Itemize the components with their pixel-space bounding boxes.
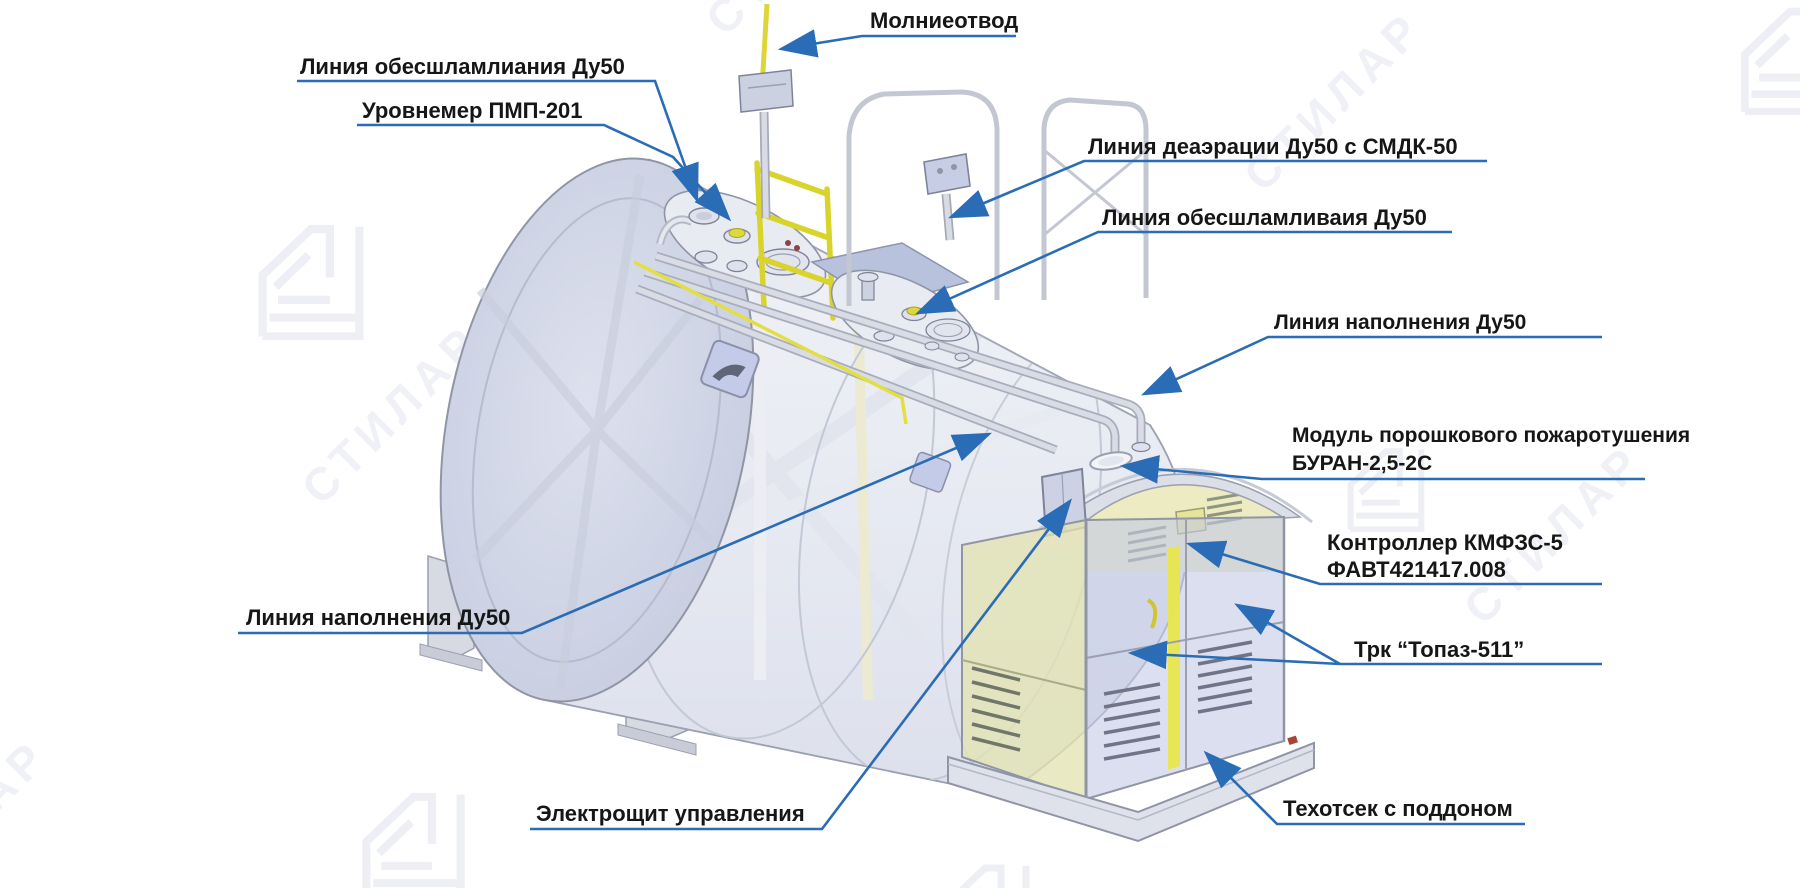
- callout-label-fire-module-line1: Модуль порошкового пожаротушения: [1292, 424, 1690, 447]
- stilar-logo-mark: [944, 866, 1026, 888]
- callout-leader-dispenser-b: [1234, 603, 1341, 666]
- flange-yellow-cap: [723, 228, 751, 244]
- pipe-flange: [954, 352, 970, 362]
- stilar-logo-mark: [1745, 9, 1800, 111]
- pipe-flange: [1131, 441, 1151, 453]
- callout-label-desludging-top: Линия обесшламлиания Ду50: [300, 54, 625, 79]
- guard-rail: [846, 89, 1000, 306]
- callout-label-service-bay: Техотсек с поддоном: [1283, 796, 1513, 821]
- base-pallet: [947, 741, 1315, 843]
- base-pallet-edge: [947, 749, 1315, 821]
- callout-label-control-panel: Электрощит управления: [536, 801, 805, 826]
- callout-leader-deaeration: [948, 159, 1487, 219]
- callout-leader-level-gauge: [357, 123, 732, 222]
- callout-leader-service-bay: [1203, 750, 1525, 826]
- callout-label-filling-left: Линия наполнения Ду50: [246, 605, 510, 630]
- manhole-cover: [925, 318, 971, 342]
- louver-grid: [971, 666, 1021, 752]
- flange: [694, 250, 718, 264]
- breather-valve: [857, 271, 879, 301]
- stilar-watermark-text: СТИЛАР: [695, 0, 895, 45]
- callout-leader-desludging-top: [297, 79, 699, 204]
- stilar-watermark-text: СТИЛАР: [0, 728, 59, 888]
- callout-labels: Молниеотвод Линия обесшламлиания Ду50 Ур…: [246, 8, 1690, 826]
- drain-valve: [1287, 735, 1298, 746]
- callout-label-deaeration: Линия деаэрации Ду50 с СМДК-50: [1088, 134, 1458, 159]
- callout-leader-lightning-rod: [777, 29, 1016, 58]
- yellow-pipe: [633, 260, 908, 425]
- tank-leg-foot: [617, 723, 697, 756]
- stilar-logo-mark: [263, 227, 360, 337]
- valve-handle: [794, 245, 800, 251]
- tank-end-cap: [439, 157, 755, 703]
- callout-leader-control-panel: [530, 498, 1072, 831]
- callout-label-filling-right: Линия наполнения Ду50: [1274, 311, 1526, 334]
- tech-compartment: [947, 451, 1315, 843]
- pipe-run: [633, 251, 1151, 467]
- stilar-watermark-text: СТИЛАР: [1233, 0, 1433, 200]
- callout-label-level-gauge: Уровнемер ПМП-201: [362, 98, 583, 123]
- callout-label-controller-line2: ФАВТ421417.008: [1327, 557, 1506, 582]
- callout-leader-desludging-right: [915, 230, 1452, 315]
- door-handle: [1146, 598, 1158, 629]
- louver-grid: [1103, 682, 1161, 761]
- callout-leaders: [238, 29, 1645, 831]
- cable-channel-yellow: [1168, 546, 1180, 770]
- stilar-logo-mark: [366, 795, 460, 888]
- callout-label-lightning-rod: Молниеотвод: [870, 8, 1018, 33]
- smdk-valve: [923, 153, 971, 241]
- valve-handle: [785, 240, 791, 246]
- pipe-flange: [924, 341, 940, 351]
- callout-label-desludging-right: Линия обесшламливаия Ду50: [1102, 205, 1427, 230]
- callout-leader-filling-left: [238, 432, 992, 635]
- lightning-rod-bracket: [738, 69, 794, 113]
- callout-leader-controller: [1185, 540, 1602, 586]
- tank-leg-foot: [419, 643, 483, 672]
- lightning-rod: [738, 3, 794, 219]
- guard-rail: [1041, 97, 1149, 300]
- info-plaque: [700, 339, 760, 399]
- flange-yellow-cap: [901, 306, 927, 322]
- callout-label-controller-line1: Контроллер КМФЗС-5: [1327, 530, 1563, 555]
- callout-leader-filling-right: [1141, 335, 1602, 396]
- callout-label-dispenser: Трк “Топаз-511”: [1354, 637, 1524, 662]
- flange: [726, 259, 748, 273]
- callout-leader-fire-module: [1119, 455, 1645, 484]
- callout-label-fire-module-line2: БУРАН-2,5-2С: [1292, 452, 1432, 475]
